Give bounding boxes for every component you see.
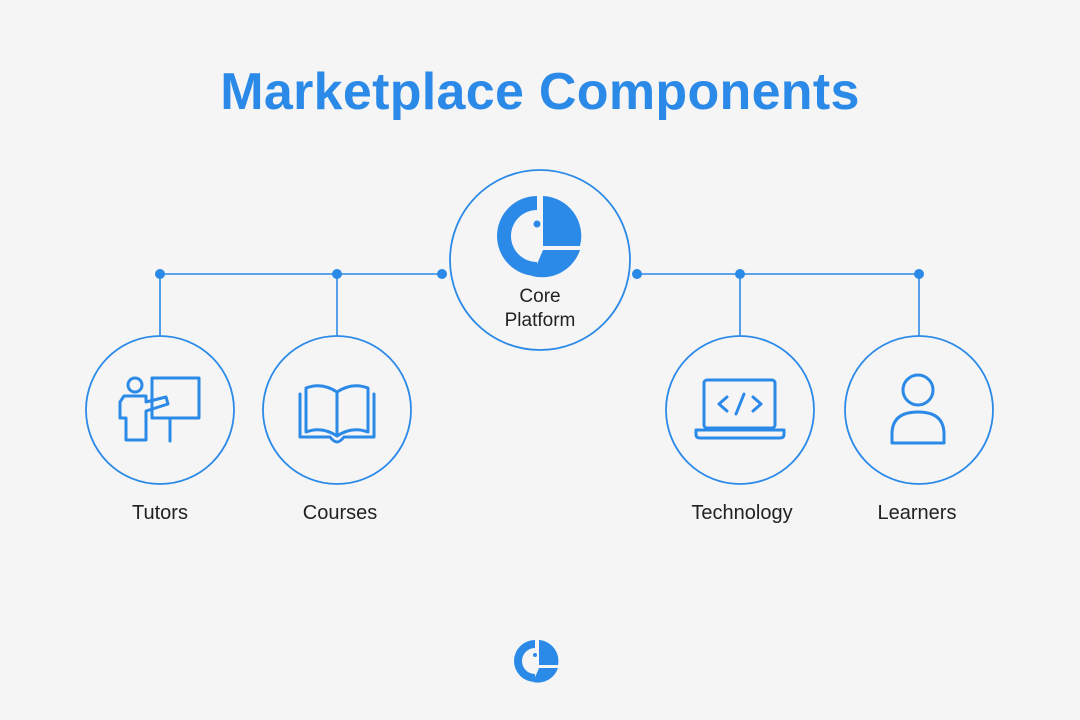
laptop-code-icon [694, 378, 786, 440]
footer-logo [514, 640, 559, 683]
page-title: Marketplace Components [220, 63, 860, 121]
center-node-label-line2: Platform [504, 310, 576, 331]
center-node-label: Core Platform [470, 285, 610, 333]
node-label-technology: Technology [691, 502, 793, 524]
node-tutors [85, 335, 235, 485]
node-label-learners: Learners [877, 502, 957, 524]
node-technology-circle [665, 335, 815, 485]
connector-dot [332, 269, 342, 279]
logo-icon [497, 196, 582, 278]
node-tutors-circle [85, 335, 235, 485]
node-learners [844, 335, 994, 485]
connector-dots [155, 269, 924, 279]
connector-dot [155, 269, 165, 279]
node-courses [262, 335, 412, 485]
node-label-courses: Courses [302, 502, 378, 524]
node-learners-circle [844, 335, 994, 485]
center-node [449, 169, 631, 351]
node-technology [665, 335, 815, 485]
connector-dot [914, 269, 924, 279]
connector-dot [437, 269, 447, 279]
open-book-icon [298, 384, 376, 444]
teacher-board-icon [118, 376, 201, 443]
node-label-tutors: Tutors [132, 502, 188, 524]
person-icon [890, 373, 946, 445]
connector-dot [735, 269, 745, 279]
connectors [159, 273, 920, 336]
logo-icon [514, 640, 559, 683]
center-node-label-line1: Core [519, 286, 561, 307]
connector-dot [632, 269, 642, 279]
